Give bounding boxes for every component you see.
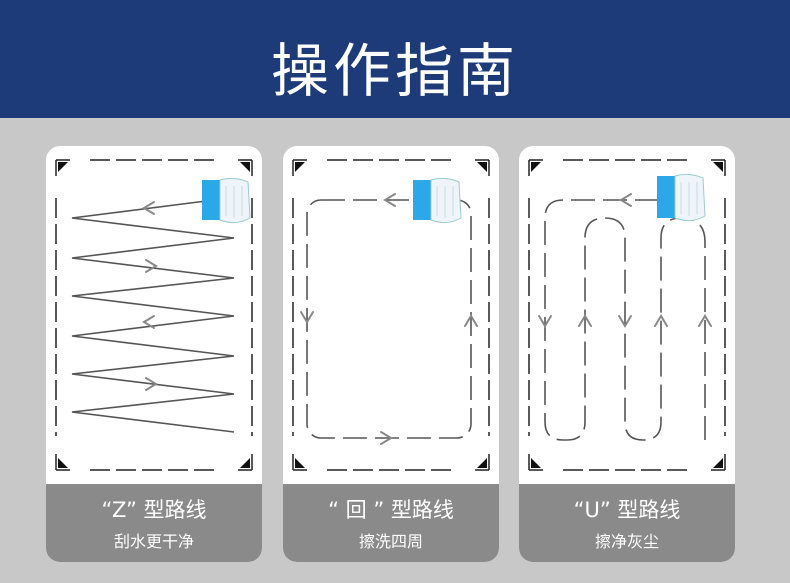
window-cleaner-icon bbox=[413, 177, 462, 224]
z-path bbox=[71, 199, 235, 433]
card-hui-route: “ 回 ” 型路线 擦洗四周 bbox=[283, 146, 499, 562]
corner-marker-icon bbox=[238, 159, 253, 176]
u-path bbox=[544, 199, 706, 441]
corner-marker-icon bbox=[58, 162, 68, 172]
corner-marker-icon bbox=[713, 162, 723, 172]
window-cleaner-icon bbox=[202, 177, 251, 224]
corner-marker-icon bbox=[295, 458, 305, 468]
caption-bar: “U” 型路线 擦净灰尘 bbox=[519, 484, 735, 562]
hui-path bbox=[306, 199, 472, 439]
card-z-route: “Z” 型路线 刮水更干净 bbox=[46, 146, 262, 562]
card-subtitle: 刮水更干净 bbox=[113, 532, 194, 551]
direction-arrow-icon bbox=[300, 193, 478, 445]
corner-marker-icon bbox=[58, 458, 68, 468]
corner-marker-icon bbox=[531, 458, 541, 468]
corner-marker-icon bbox=[295, 162, 305, 172]
card-subtitle: 擦净灰尘 bbox=[594, 532, 659, 551]
corner-marker-icon bbox=[477, 162, 487, 172]
corner-marker-icon bbox=[55, 159, 70, 176]
card-title: “Z” 型路线 bbox=[101, 498, 207, 522]
corner-marker-icon bbox=[55, 454, 70, 471]
u-route-diagram bbox=[528, 159, 726, 471]
corner-marker-icon bbox=[238, 454, 253, 471]
card-title: “ 回 ” 型路线 bbox=[328, 498, 454, 522]
direction-arrow-icon bbox=[538, 193, 712, 328]
window-cleaner-icon bbox=[657, 173, 706, 222]
page-title: 操作指南 bbox=[270, 37, 519, 105]
direction-arrow-icon bbox=[142, 201, 158, 391]
corner-marker-icon bbox=[477, 458, 487, 468]
hui-route-diagram bbox=[292, 159, 490, 471]
caption-bar: “ 回 ” 型路线 擦洗四周 bbox=[283, 484, 499, 562]
card-subtitle: 擦洗四周 bbox=[358, 532, 423, 551]
corner-marker-icon bbox=[531, 162, 541, 172]
card-title: “U” 型路线 bbox=[573, 498, 681, 522]
header-banner: 操作指南 bbox=[0, 0, 790, 118]
card-u-route: “U” 型路线 擦净灰尘 bbox=[519, 146, 735, 562]
corner-marker-icon bbox=[240, 458, 250, 468]
z-route-diagram bbox=[55, 159, 253, 471]
caption-bar: “Z” 型路线 刮水更干净 bbox=[46, 484, 262, 562]
corner-marker-icon bbox=[713, 458, 723, 468]
corner-marker-icon bbox=[240, 162, 250, 172]
